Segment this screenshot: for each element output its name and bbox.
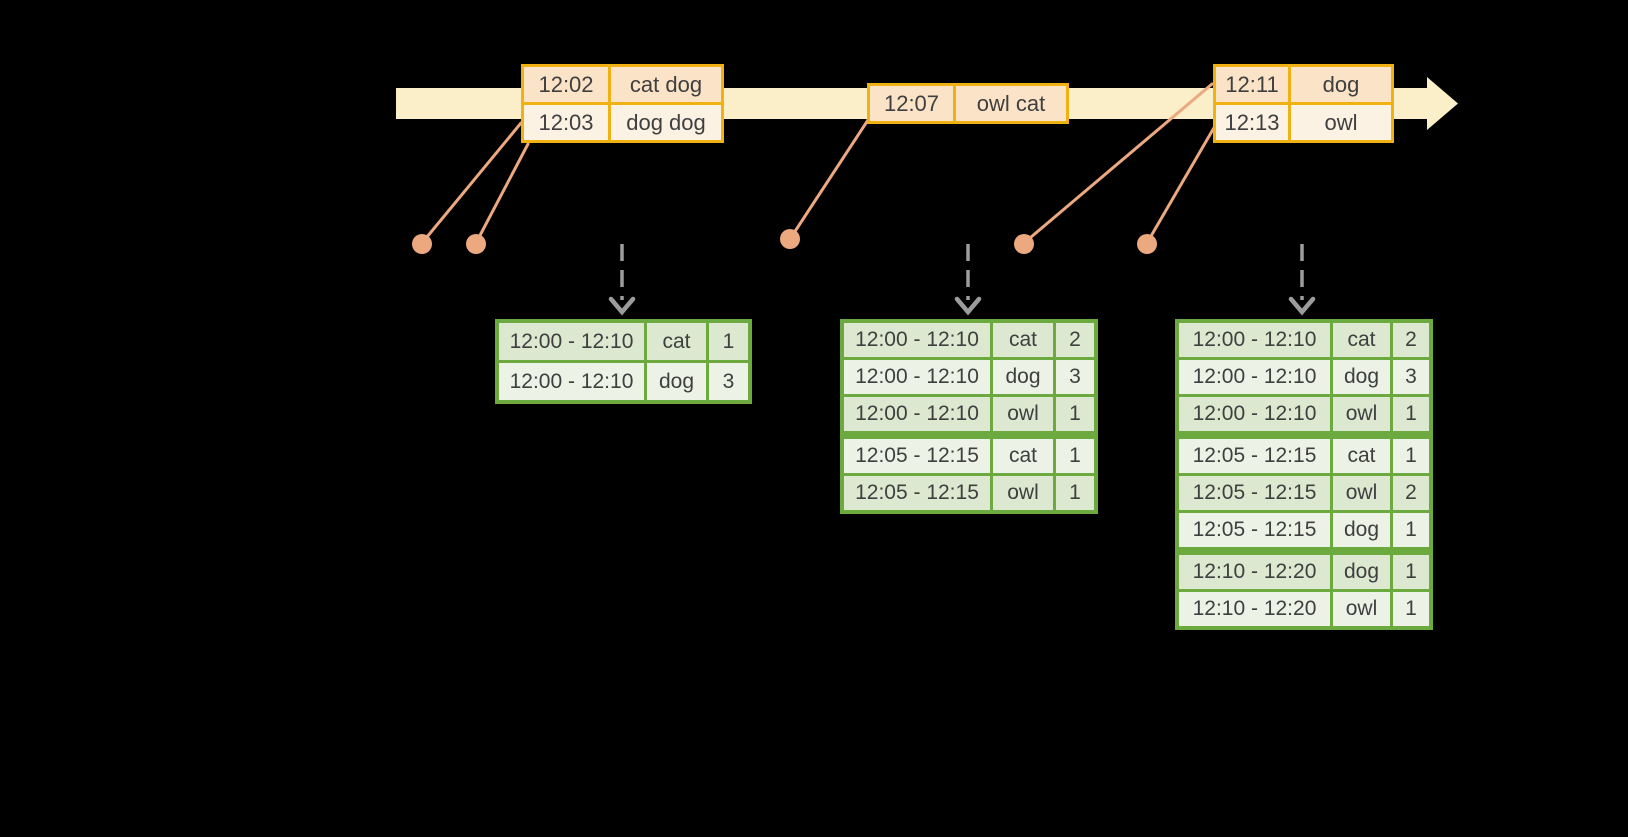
trigger-arrowhead-icon [954, 296, 982, 316]
event-connector-line [474, 142, 530, 245]
event-time-cell: 12:03 [524, 105, 608, 140]
window-cell: 12:00 - 12:10 [499, 323, 644, 360]
word-cell: cat [993, 439, 1053, 473]
event-dot-icon [1014, 234, 1034, 254]
count-cell: 3 [1056, 360, 1094, 394]
window-cell: 12:00 - 12:10 [844, 397, 990, 431]
event-connector-line [420, 121, 523, 245]
trigger-arrow [608, 244, 636, 316]
trigger-arrowhead-icon [1288, 296, 1316, 316]
count-cell: 1 [1393, 439, 1429, 473]
count-cell: 1 [1393, 592, 1429, 626]
word-cell: cat [1333, 323, 1390, 357]
count-cell: 1 [1056, 439, 1094, 473]
event-words-cell: owl [1291, 105, 1391, 140]
window-group-separator [1179, 550, 1429, 552]
event-dot-icon [466, 234, 486, 254]
event-connector-line [1022, 82, 1214, 245]
window-group-separator [1179, 434, 1429, 436]
trigger-arrow [1288, 244, 1316, 316]
count-cell: 3 [1393, 360, 1429, 394]
word-cell: dog [993, 360, 1053, 394]
count-cell: 2 [1056, 323, 1094, 357]
window-group-separator [844, 434, 1094, 436]
count-cell: 1 [1393, 513, 1429, 547]
word-cell: owl [993, 397, 1053, 431]
count-cell: 2 [1393, 476, 1429, 510]
word-cell: owl [1333, 592, 1390, 626]
event-dot-icon [1137, 234, 1157, 254]
count-cell: 1 [1393, 397, 1429, 431]
timeline-arrowhead-icon [1427, 77, 1458, 130]
window-cell: 12:05 - 12:15 [1179, 439, 1330, 473]
window-cell: 12:00 - 12:10 [1179, 360, 1330, 394]
word-cell: owl [1333, 397, 1390, 431]
window-cell: 12:00 - 12:10 [1179, 323, 1330, 357]
word-cell: cat [993, 323, 1053, 357]
word-cell: owl [993, 476, 1053, 510]
event-dot-icon [780, 229, 800, 249]
count-cell: 3 [709, 363, 748, 400]
window-cell: 12:05 - 12:15 [1179, 513, 1330, 547]
event-words-cell: cat dog [611, 67, 721, 102]
event-dot-icon [412, 234, 432, 254]
window-cell: 12:00 - 12:10 [499, 363, 644, 400]
trigger-arrow [954, 244, 982, 316]
event-time-cell: 12:02 [524, 67, 608, 102]
event-connector-line [1145, 124, 1217, 245]
window-cell: 12:00 - 12:10 [844, 360, 990, 394]
word-cell: dog [647, 363, 706, 400]
window-cell: 12:05 - 12:15 [844, 439, 990, 473]
count-cell: 1 [709, 323, 748, 360]
event-words-cell: dog [1291, 67, 1391, 102]
event-words-cell: dog dog [611, 105, 721, 140]
count-cell: 1 [1056, 476, 1094, 510]
event-time-cell: 12:11 [1216, 67, 1288, 102]
event-connector-line [788, 118, 870, 241]
word-cell: cat [1333, 439, 1390, 473]
event-time-cell: 12:07 [870, 86, 953, 121]
window-cell: 12:00 - 12:10 [1179, 397, 1330, 431]
event-words-cell: owl cat [956, 86, 1066, 121]
word-cell: dog [1333, 555, 1390, 589]
trigger-arrowhead-icon [608, 296, 636, 316]
word-cell: cat [647, 323, 706, 360]
window-cell: 12:00 - 12:10 [844, 323, 990, 357]
event-time-cell: 12:13 [1216, 105, 1288, 140]
count-cell: 1 [1056, 397, 1094, 431]
word-cell: owl [1333, 476, 1390, 510]
window-cell: 12:10 - 12:20 [1179, 592, 1330, 626]
count-cell: 1 [1393, 555, 1429, 589]
word-cell: dog [1333, 360, 1390, 394]
count-cell: 2 [1393, 323, 1429, 357]
word-cell: dog [1333, 513, 1390, 547]
window-cell: 12:10 - 12:20 [1179, 555, 1330, 589]
window-cell: 12:05 - 12:15 [1179, 476, 1330, 510]
window-cell: 12:05 - 12:15 [844, 476, 990, 510]
